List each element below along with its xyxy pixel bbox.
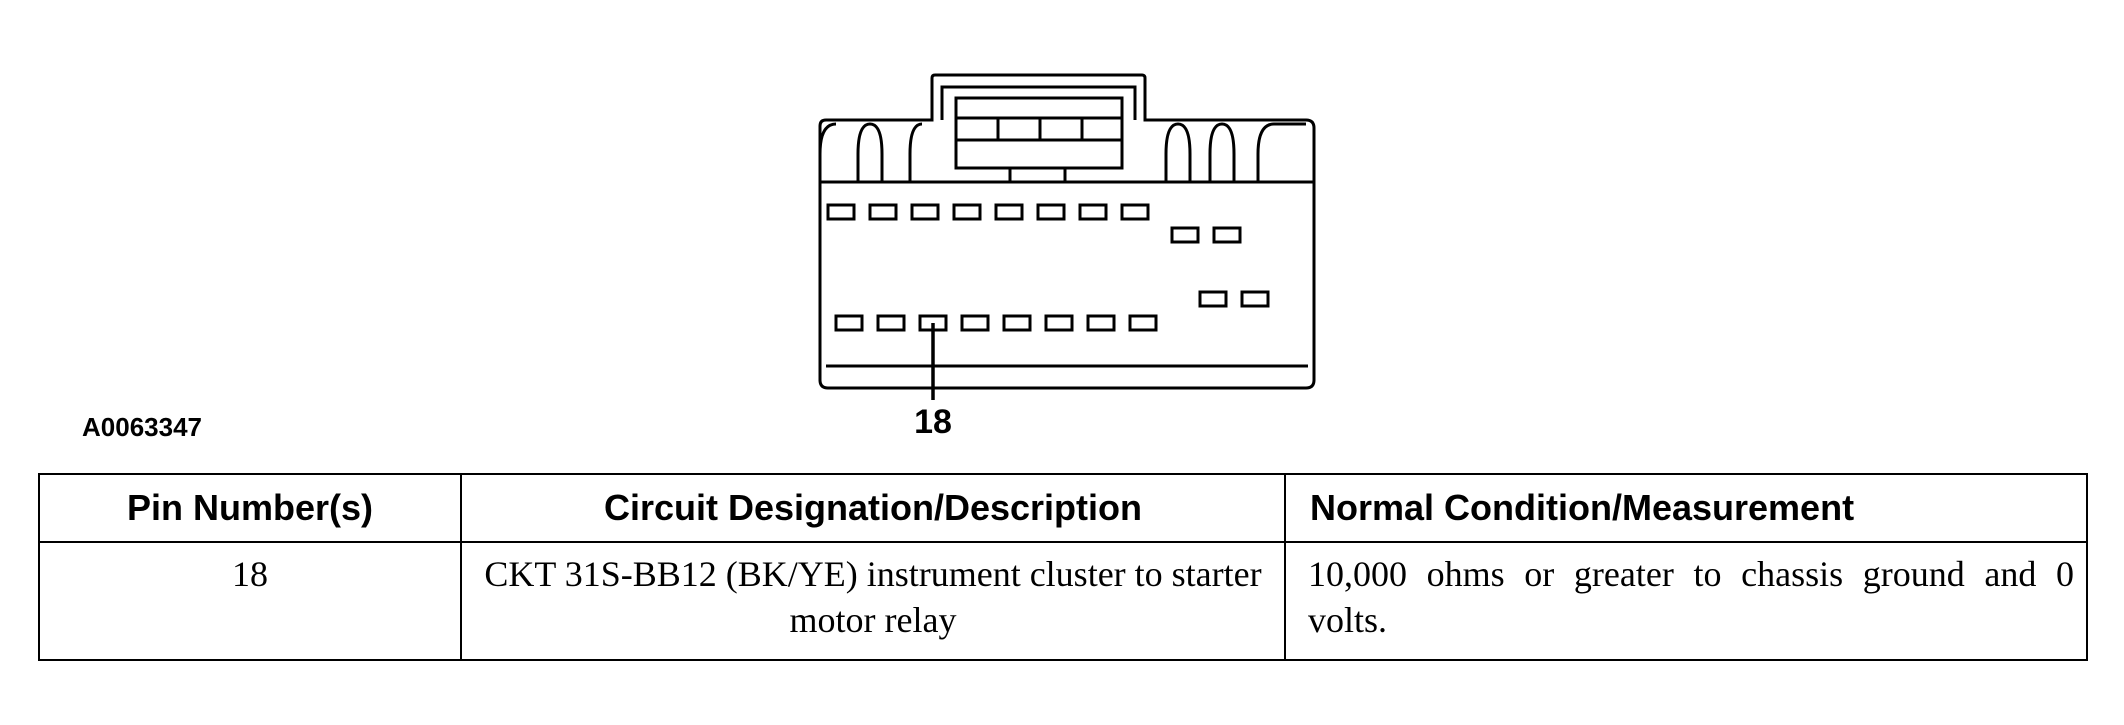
pin-callout-label: 18 [914, 403, 952, 441]
rib-left-2 [856, 122, 884, 182]
pin-cavity [952, 203, 982, 221]
rib-left-3 [908, 122, 923, 182]
table-header-row: Pin Number(s) Circuit Designation/Descri… [38, 473, 2088, 543]
pin-cavity [1086, 314, 1116, 332]
connector-diagram: 18 [818, 73, 1316, 441]
top-row-cavities [826, 203, 1242, 244]
pin-cavity [1240, 290, 1270, 308]
pin-cavity [1128, 314, 1158, 332]
cell-condition: 10,000 ohms or greater to chassis ground… [1284, 541, 2088, 661]
pin-cavity [1170, 226, 1200, 244]
latch-window [954, 96, 1124, 170]
pin-cavity [834, 314, 864, 332]
rib-right-3 [1256, 122, 1306, 182]
rib-right-2 [1208, 122, 1236, 182]
table-row: 18 CKT 31S-BB12 (BK/YE) instrument clust… [38, 541, 2088, 661]
rib-left-1 [818, 122, 837, 182]
header-circuit: Circuit Designation/Description [460, 473, 1286, 543]
rib-right-1 [1164, 122, 1192, 182]
pin-cavity [960, 314, 990, 332]
pin-cavity [1198, 290, 1228, 308]
pin-table: Pin Number(s) Circuit Designation/Descri… [38, 473, 2088, 661]
figure-id: A0063347 [82, 412, 202, 442]
cell-circuit: CKT 31S-BB12 (BK/YE) instrument cluster … [460, 541, 1286, 661]
latch-inner [940, 85, 1137, 120]
bottom-row-cavities [834, 290, 1270, 332]
pin-cavity [1078, 203, 1108, 221]
pin-cavity [1212, 226, 1242, 244]
pin-cavity [1044, 314, 1074, 332]
pin-cavity [910, 203, 940, 221]
header-condition: Normal Condition/Measurement [1284, 473, 2088, 543]
pin-cavity [994, 203, 1024, 221]
header-pin-number: Pin Number(s) [38, 473, 462, 543]
pin-cavity [1120, 203, 1150, 221]
pin-cavity [868, 203, 898, 221]
pin-cavity [826, 203, 856, 221]
pin-cavity [1002, 314, 1032, 332]
connector-body [818, 73, 1316, 390]
pin-cavity [876, 314, 906, 332]
latch-stem [1008, 168, 1067, 182]
cell-pin: 18 [38, 541, 462, 661]
pin-cavity [1036, 203, 1066, 221]
